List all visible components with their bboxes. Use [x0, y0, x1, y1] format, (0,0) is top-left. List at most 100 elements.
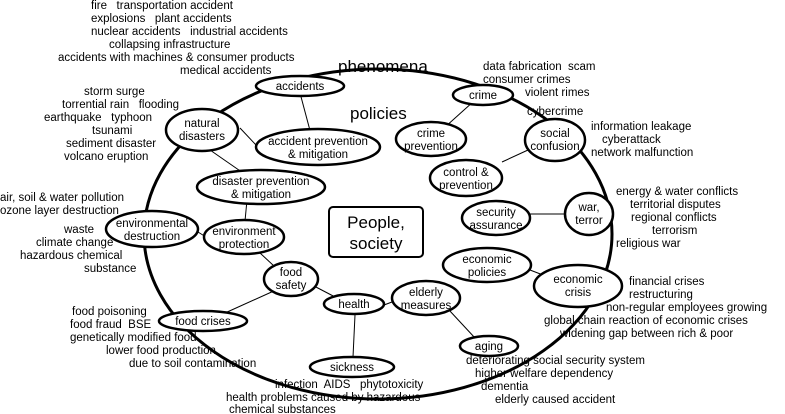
svg-text:economic: economic	[553, 274, 602, 286]
svg-text:safety: safety	[276, 280, 307, 292]
svg-text:measures: measures	[401, 300, 452, 312]
svg-text:elderly: elderly	[409, 287, 443, 299]
svg-text:social: social	[540, 128, 569, 140]
edge-envprot-foodsafety	[259, 252, 275, 267]
svg-text:food crises: food crises	[175, 316, 231, 328]
edge-natural-accident-prev	[239, 127, 257, 146]
svg-text:protection: protection	[219, 239, 270, 251]
policy-node-crime-prevention: crime prevention	[394, 120, 468, 158]
svg-text:destruction: destruction	[124, 231, 180, 243]
phenomena-node-natural-disasters: natural disasters	[164, 107, 240, 153]
annotations-environment-2: waste climate change hazardous chemical …	[20, 224, 136, 275]
svg-text:ozone layer destruction: ozone layer destruction	[0, 205, 119, 217]
annotations-war: energy & water conflicts territorial dis…	[616, 186, 738, 250]
phenomena-node-economic-crisis: economic crisis	[532, 263, 624, 309]
svg-text:substance: substance	[84, 263, 136, 275]
svg-text:religious war: religious war	[616, 238, 681, 250]
annotation-cybercrime: cybercrime	[527, 106, 583, 118]
annotations-food: food poisoning food fraud BSE geneticall…	[70, 306, 256, 370]
svg-text:& mitigation: & mitigation	[231, 189, 291, 201]
center-box: People, society	[328, 206, 424, 258]
svg-text:climate change: climate change	[36, 237, 113, 249]
policies-label: policies	[350, 104, 407, 123]
svg-text:non-regular employees growing: non-regular employees growing	[606, 302, 767, 314]
svg-text:air, soil & water pollution: air, soil & water pollution	[0, 192, 124, 204]
policy-node-security-assurance: security assurance	[460, 199, 532, 237]
svg-text:infection AIDS phytotoxicit: infection AIDS phytotoxicity	[275, 379, 424, 391]
svg-text:storm surge: storm surge	[84, 86, 145, 98]
policy-node-economic-policies: economic policies	[441, 246, 533, 284]
svg-text:policies: policies	[468, 267, 507, 279]
svg-text:control &: control &	[443, 167, 489, 179]
svg-text:crime: crime	[417, 128, 445, 140]
annotations-crime: data fabrication scam consumer crimes vi…	[483, 61, 596, 99]
svg-text:confusion: confusion	[530, 141, 579, 153]
svg-text:higher welfare dependency: higher welfare dependency	[475, 368, 613, 380]
svg-text:food fraud BSE: food fraud BSE	[70, 319, 152, 331]
svg-text:accidents with machines & cons: accidents with machines & consumer produ…	[58, 52, 295, 64]
svg-text:terror: terror	[575, 215, 603, 227]
svg-text:network malfunction: network malfunction	[591, 147, 693, 159]
svg-text:financial crises: financial crises	[629, 276, 705, 288]
edge-health-sickness	[352, 314, 356, 358]
svg-text:tsunami: tsunami	[92, 125, 132, 137]
svg-text:elderly caused accident: elderly caused accident	[495, 394, 616, 406]
policy-node-elderly-measures: elderly measures	[390, 279, 462, 317]
svg-text:cyberattack: cyberattack	[602, 134, 661, 146]
phenomena-label: phenomena	[338, 57, 428, 76]
svg-text:explosions plant accidents: explosions plant accidents	[91, 13, 232, 25]
svg-text:information leakage: information leakage	[591, 121, 691, 133]
edge-foodsafety-foodcrises	[224, 289, 277, 314]
policy-node-environment-protection: environment protection	[202, 218, 286, 256]
svg-text:economic: economic	[462, 254, 511, 266]
policy-node-health: health	[322, 292, 386, 316]
svg-text:food: food	[280, 267, 302, 279]
annotations-social: information leakage cyberattack network …	[591, 121, 693, 159]
svg-text:environmental: environmental	[116, 218, 188, 230]
svg-text:assurance: assurance	[469, 220, 522, 232]
center-label-line1: People,	[347, 213, 405, 232]
svg-text:violent rimes: violent rimes	[525, 87, 590, 99]
svg-text:dementia: dementia	[481, 381, 529, 393]
annotations-accidents: fire transportation accident explosions …	[58, 0, 295, 77]
svg-text:food poisoning: food poisoning	[72, 306, 147, 318]
svg-text:due to soil contamination: due to soil contamination	[129, 358, 256, 370]
phenomena-node-war-terror: war, terror	[563, 191, 615, 237]
phenomena-node-accidents: accidents	[254, 74, 346, 98]
svg-text:fire transportation accident: fire transportation accident	[91, 0, 234, 12]
svg-text:sediment disaster: sediment disaster	[66, 138, 156, 150]
annotations-economic: financial crises restructuring non-regul…	[544, 276, 767, 340]
svg-text:medical accidents: medical accidents	[180, 65, 272, 77]
policy-node-control-prevention: control & prevention	[428, 158, 504, 198]
svg-text:accidents: accidents	[276, 81, 325, 93]
svg-text:health: health	[338, 299, 369, 311]
svg-text:widening gap between rich & po: widening gap between rich & poor	[559, 328, 733, 340]
svg-text:collapsing infrastructure: collapsing infrastructure	[109, 39, 230, 51]
svg-text:nuclear accidents industrial: nuclear accidents industrial accidents	[91, 26, 288, 38]
svg-text:environment: environment	[212, 226, 276, 238]
svg-text:aging: aging	[475, 341, 503, 353]
annotations-aging: deteriorating social security system hig…	[466, 355, 645, 406]
svg-text:earthquake typhoon: earthquake typhoon	[44, 112, 152, 124]
svg-text:global chain reaction of econo: global chain reaction of economic crises	[544, 315, 748, 327]
svg-text:& mitigation: & mitigation	[288, 149, 348, 161]
policy-node-food-safety: food safety	[262, 260, 320, 298]
phenomena-node-food-crises: food crises	[157, 309, 249, 333]
svg-text:regional conflicts: regional conflicts	[631, 212, 717, 224]
phenomena-node-sickness: sickness	[308, 355, 396, 379]
annotations-environment: air, soil & water pollution ozone layer …	[0, 192, 124, 217]
svg-text:torrential rain flooding: torrential rain flooding	[62, 99, 179, 111]
svg-text:lower food production: lower food production	[106, 345, 216, 357]
policy-node-disaster-prevention: disaster prevention & mitigation	[195, 168, 327, 206]
svg-text:territorial disputes: territorial disputes	[630, 199, 721, 211]
edge-elderly-aging	[448, 309, 476, 339]
svg-text:data fabrication scam: data fabrication scam	[483, 61, 596, 73]
annotations-natural: storm surge torrential rain flooding ear…	[44, 86, 179, 163]
svg-text:prevention: prevention	[439, 180, 493, 192]
svg-text:waste: waste	[63, 224, 94, 236]
annotations-sickness: infection AIDS phytotoxicity health prob…	[226, 379, 424, 414]
svg-text:security: security	[476, 207, 516, 219]
svg-text:deteriorating social security: deteriorating social security system	[466, 355, 645, 367]
svg-text:crime: crime	[469, 90, 497, 102]
